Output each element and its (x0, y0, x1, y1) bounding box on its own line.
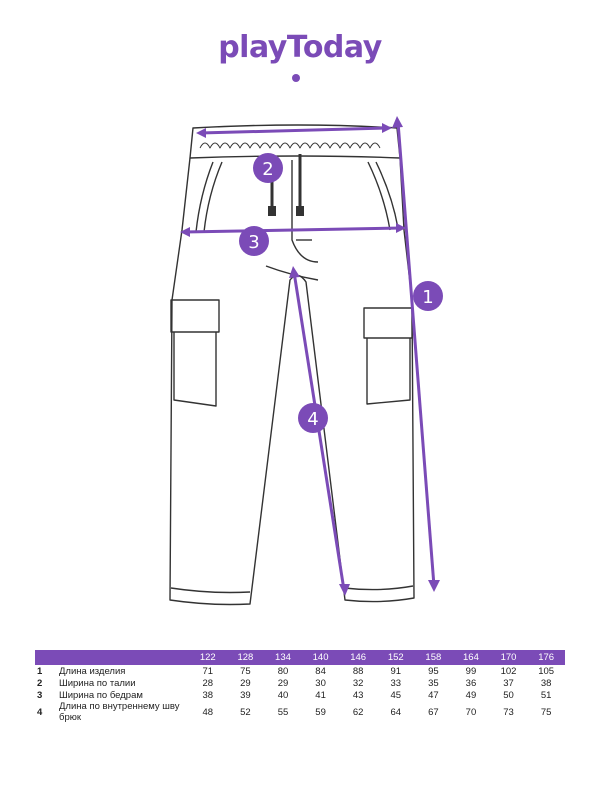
table-cell: 47 (428, 689, 439, 701)
pants-sketch: 1 2 3 4 (169, 116, 443, 606)
table-cell: 29 (240, 677, 251, 689)
table-cell: 55 (277, 706, 289, 718)
table-cell: 102 (500, 665, 517, 677)
marker-2: 2 (253, 153, 283, 183)
size-header-146: 146 (350, 652, 367, 663)
marker-3-label: 3 (248, 232, 259, 253)
marker-4: 4 (298, 403, 328, 433)
arrowheads (180, 116, 440, 596)
table-cell: 37 (503, 677, 514, 689)
table-cell: 38 (540, 677, 552, 689)
row-label: Длина по внутреннему шву брюк (59, 701, 180, 723)
size-header-158: 158 (425, 652, 442, 663)
table-cell: 49 (465, 689, 477, 701)
table-cell: 35 (428, 677, 439, 689)
brand-logo: playToday (0, 30, 600, 82)
table-row: 4 Длина по внутреннему шву брюк 48 52 55 59 62… (35, 701, 565, 723)
row-label: Ширина по бедрам (59, 689, 143, 701)
logo-dot (292, 74, 300, 82)
row-index: 4 (37, 706, 43, 718)
size-header-row: 122 128 134 140 146 152 158 164 170 176 (35, 650, 565, 665)
row-label: Длина изделия (59, 665, 126, 677)
table-cell: 39 (240, 689, 251, 701)
table-cell: 99 (465, 665, 477, 677)
table-cell: 88 (352, 665, 364, 677)
table-cell: 70 (465, 706, 477, 718)
size-header-176: 176 (538, 652, 555, 663)
table-row: 1 Длина изделия 71 75 80 84 88 91 95 99 102 105 (35, 665, 565, 677)
marker-1-label: 1 (422, 287, 433, 308)
table-cell: 28 (202, 677, 214, 689)
table-cell: 40 (277, 689, 289, 701)
table-cell: 80 (277, 665, 289, 677)
table-cell: 32 (352, 677, 364, 689)
table-cell: 36 (465, 677, 477, 689)
size-header-140: 140 (312, 652, 329, 663)
table-cell: 43 (352, 689, 364, 701)
table-row: 3 Ширина по бедрам 38 39 40 41 43 45 47 49 50 51 (35, 689, 565, 701)
table-cell: 59 (315, 706, 326, 718)
table-cell: 51 (540, 689, 552, 701)
table-cell: 29 (277, 677, 289, 689)
table-cell: 33 (390, 677, 402, 689)
table-cell: 73 (503, 706, 514, 718)
length-line (396, 121, 436, 587)
row-index: 1 (37, 665, 43, 677)
table-cell: 64 (390, 706, 402, 718)
table-cell: 84 (315, 665, 326, 677)
measurement-lines (183, 121, 436, 591)
header-blank (35, 650, 51, 665)
table-cell: 95 (428, 665, 439, 677)
row-index: 2 (37, 677, 43, 689)
size-header-164: 164 (463, 652, 479, 663)
table-cell: 105 (538, 665, 555, 677)
size-header-152: 152 (387, 652, 404, 663)
table-cell: 75 (240, 665, 251, 677)
size-header-134: 134 (275, 652, 291, 663)
marker-3: 3 (239, 226, 269, 256)
table-cell: 50 (503, 689, 514, 701)
waist-line (199, 126, 389, 135)
size-header-122: 122 (199, 652, 216, 663)
table-cell: 45 (390, 689, 402, 701)
size-table: 122 128 134 140 146 152 158 164 170 176 1 Длина из… (35, 650, 565, 723)
table-cell: 67 (428, 706, 439, 718)
table-cell: 62 (352, 706, 364, 718)
size-header-128: 128 (237, 652, 254, 663)
drawstring-tips (268, 206, 304, 216)
brand-logo-text: playToday (218, 30, 382, 65)
header-blank (51, 650, 189, 665)
table-cell: 38 (202, 689, 214, 701)
row-index: 3 (37, 689, 43, 701)
table-cell: 48 (202, 706, 214, 718)
table-cell: 71 (202, 665, 214, 677)
marker-4-label: 4 (307, 409, 318, 430)
table-cell: 75 (540, 706, 552, 718)
pants-outline (169, 124, 415, 606)
table-row: 2 Ширина по талии 28 29 29 30 32 33 35 36 37 38 (35, 677, 565, 689)
table-cell: 91 (390, 665, 402, 677)
marker-2-label: 2 (262, 159, 273, 180)
size-header-170: 170 (500, 652, 517, 663)
table-cell: 52 (240, 706, 251, 718)
marker-1: 1 (413, 281, 443, 311)
table-cell: 41 (315, 689, 326, 701)
table-cell: 30 (315, 677, 326, 689)
row-label: Ширина по талии (59, 677, 136, 689)
hip-line (183, 226, 403, 234)
